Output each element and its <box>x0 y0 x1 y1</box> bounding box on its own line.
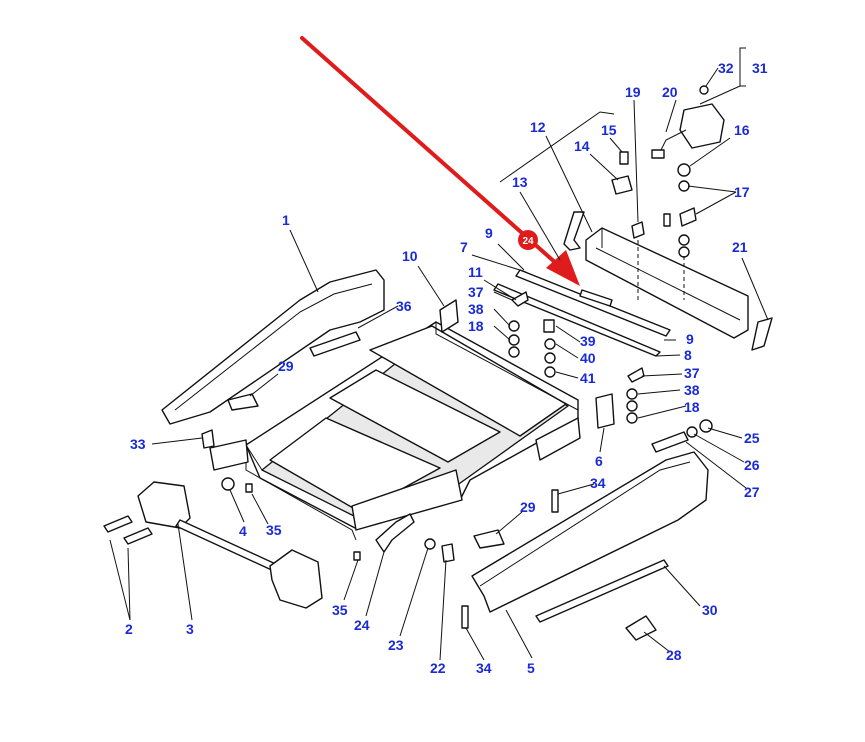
part-28-bracket <box>625 615 657 641</box>
part-21-handle <box>751 317 773 351</box>
callout-14: 14 <box>574 138 590 154</box>
part-22-bolt <box>441 543 455 563</box>
hardware-stack-center <box>543 319 556 378</box>
hardware-stack-left <box>508 291 529 358</box>
part-1-arm <box>161 269 385 425</box>
callout-34-upper: 34 <box>590 475 606 491</box>
hardware-stack-right <box>626 367 645 424</box>
platform-frame <box>209 321 581 541</box>
callout-10: 10 <box>402 248 418 264</box>
callout-36: 36 <box>396 298 412 314</box>
callout-29-right: 29 <box>520 499 536 515</box>
part-5-cover <box>471 451 709 613</box>
red-badge-marker: 24 <box>518 230 538 250</box>
badge-text: 24 <box>522 236 534 247</box>
highlight-arrow <box>300 36 580 286</box>
part-36-rod <box>309 331 361 357</box>
callout-11: 11 <box>468 264 483 280</box>
part-13-handle <box>563 211 585 251</box>
callout-37-left: 37 <box>468 284 484 300</box>
callout-13: 13 <box>512 174 528 190</box>
callout-15: 15 <box>601 122 617 138</box>
callout-34-lower: 34 <box>476 660 492 676</box>
callout-29-left: 29 <box>278 358 294 374</box>
part-29-pad-left <box>227 393 259 411</box>
callout-27: 27 <box>744 484 760 500</box>
top-hardware-cluster <box>611 151 697 300</box>
bolt-2a <box>103 515 133 533</box>
part-31-lamp <box>651 85 725 159</box>
callout-23: 23 <box>388 637 404 653</box>
callout-26: 26 <box>744 457 760 473</box>
callout-4: 4 <box>239 523 247 539</box>
callout-28: 28 <box>666 647 682 663</box>
callout-40: 40 <box>580 350 596 366</box>
part-10-plate <box>439 299 459 333</box>
callout-5: 5 <box>527 660 535 676</box>
callout-labels: 1 2 3 4 5 6 7 8 9 9 10 11 12 13 14 15 16… <box>125 60 768 676</box>
bolt-25-27 <box>651 419 713 453</box>
callout-38-right: 38 <box>684 382 700 398</box>
callout-16: 16 <box>734 122 750 138</box>
part-34-stud-b <box>461 605 469 629</box>
callout-31: 31 <box>752 60 768 76</box>
part-4-nut <box>221 477 235 491</box>
callout-21: 21 <box>732 239 748 255</box>
callout-6: 6 <box>595 453 603 469</box>
part-33-clip <box>201 429 215 449</box>
callout-1: 1 <box>282 212 290 228</box>
callout-37-right: 37 <box>684 365 700 381</box>
part-35-clip-a <box>245 483 253 493</box>
callout-35-left: 35 <box>266 522 282 538</box>
callout-17: 17 <box>734 184 750 200</box>
callout-20: 20 <box>662 84 678 100</box>
callout-22: 22 <box>430 660 446 676</box>
part-highlight-strip <box>579 289 613 307</box>
part-12-rail <box>585 227 749 339</box>
part-3-bar <box>137 481 323 609</box>
callout-12: 12 <box>530 119 546 135</box>
callout-19: 19 <box>625 84 641 100</box>
part-29-pad-right <box>473 529 505 549</box>
callout-41: 41 <box>580 370 596 386</box>
part-23-washer <box>424 538 436 550</box>
callout-24: 24 <box>354 617 370 633</box>
callout-8: 8 <box>684 347 692 363</box>
part-7-strip <box>515 269 671 337</box>
callout-30: 30 <box>702 602 718 618</box>
part-35-clip-b <box>353 551 361 561</box>
callout-18-left: 18 <box>468 318 484 334</box>
callout-39: 39 <box>580 333 596 349</box>
part-30-rod <box>535 559 669 623</box>
bolt-2b <box>123 527 153 545</box>
callout-7: 7 <box>460 239 468 255</box>
callout-3: 3 <box>186 621 194 637</box>
callout-25: 25 <box>744 430 760 446</box>
callout-18-right: 18 <box>684 399 700 415</box>
callout-35-lower: 35 <box>332 602 348 618</box>
callout-9-right: 9 <box>686 331 694 347</box>
callout-33: 33 <box>130 436 146 452</box>
part-34-stud-a <box>551 489 559 513</box>
callout-9-top: 9 <box>485 225 493 241</box>
callout-2: 2 <box>125 621 133 637</box>
part-6-plate <box>595 393 615 429</box>
leader-lines <box>109 47 769 661</box>
callout-32: 32 <box>718 60 734 76</box>
callout-38-left: 38 <box>468 301 484 317</box>
